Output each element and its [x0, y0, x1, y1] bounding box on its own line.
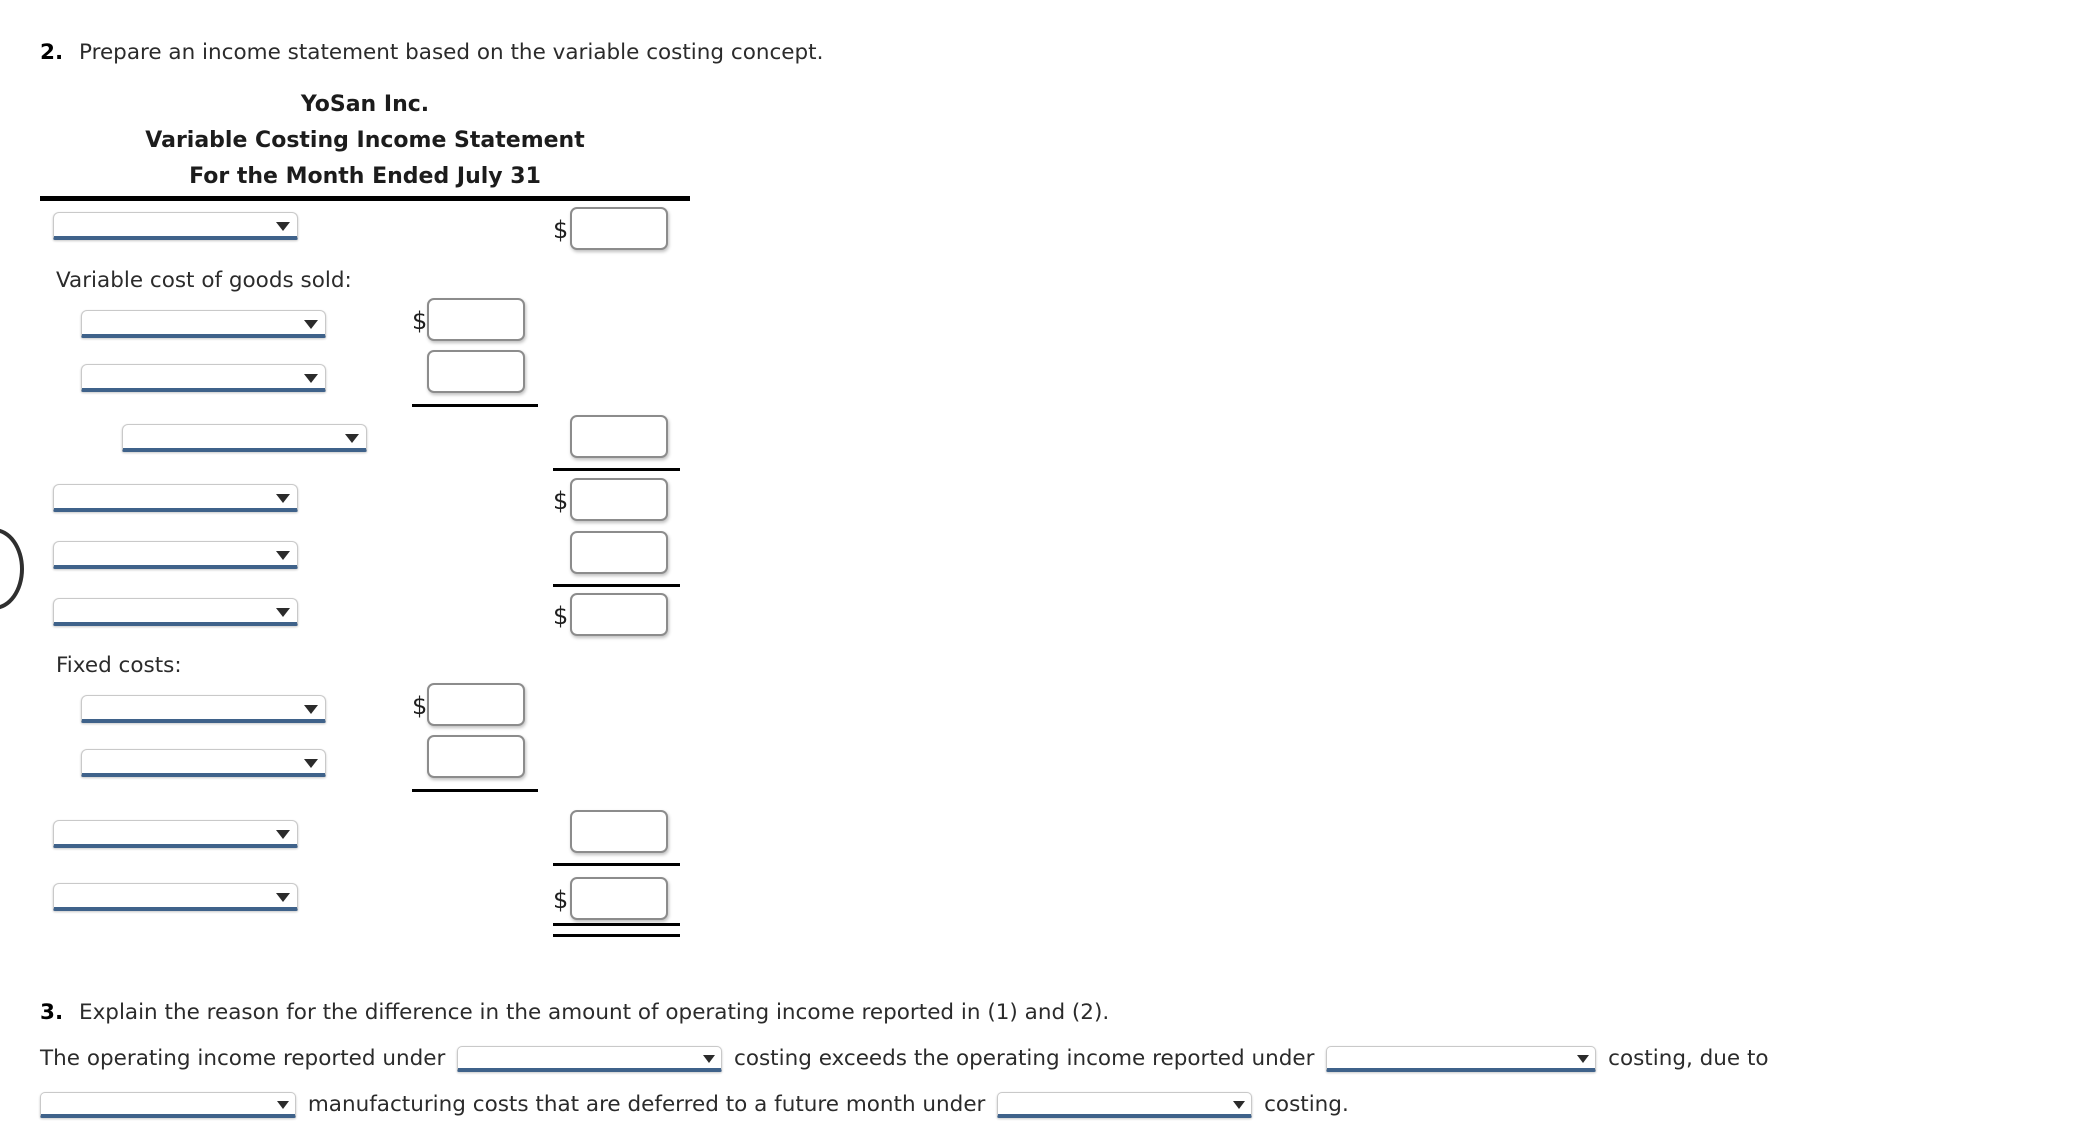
select-variable-selling-admin[interactable]	[53, 541, 298, 569]
chevron-down-icon	[276, 892, 290, 902]
select-explanation-1[interactable]	[457, 1046, 723, 1072]
dollar-sign-fixed-1: $	[412, 692, 428, 720]
input-fixed-total-amount[interactable]	[570, 810, 668, 853]
input-variable-selling-admin-amount[interactable]	[570, 531, 668, 574]
statement-company-name: YoSan Inc.	[300, 92, 430, 117]
chevron-down-icon	[277, 1100, 289, 1109]
input-fixed-1-amount[interactable]	[427, 683, 525, 726]
question-2-line: 2. Prepare an income statement based on …	[40, 40, 823, 67]
select-contribution-margin[interactable]	[53, 598, 298, 626]
subtotal-rule-fixed-costs	[412, 789, 538, 792]
input-operating-income-amount[interactable]	[570, 877, 668, 920]
input-manufacturing-margin-amount[interactable]	[570, 478, 668, 521]
explanation-segment-5: costing.	[1264, 1092, 1349, 1117]
label-fixed-costs: Fixed costs:	[56, 653, 182, 678]
statement-title: Variable Costing Income Statement	[145, 128, 585, 153]
select-operating-income[interactable]	[53, 883, 298, 911]
input-vcogs-2-amount[interactable]	[427, 350, 525, 393]
explanation-line-2: manufacturing costs that are deferred to…	[40, 1092, 1349, 1119]
subtotal-rule-operating-income	[553, 863, 680, 866]
question-3-line: 3. Explain the reason for the difference…	[40, 1000, 1109, 1027]
subtotal-rule-manufacturing-margin	[553, 468, 680, 471]
select-vcogs-total[interactable]	[122, 424, 367, 452]
select-fixed-total[interactable]	[53, 820, 298, 848]
chevron-down-icon	[345, 433, 359, 443]
select-manufacturing-margin[interactable]	[53, 484, 298, 512]
chevron-down-icon	[1233, 1100, 1246, 1109]
question-2-number: 2.	[40, 40, 64, 65]
chevron-down-icon	[304, 373, 318, 383]
select-explanation-3[interactable]	[40, 1092, 296, 1118]
dollar-sign-sales: $	[553, 216, 569, 244]
dollar-sign-manufacturing-margin: $	[553, 487, 569, 515]
subtotal-rule-contribution-margin	[553, 584, 680, 587]
explanation-line-1: The operating income reported under cost…	[40, 1046, 1769, 1073]
explanation-segment-2: costing exceeds the operating income rep…	[734, 1046, 1315, 1071]
chevron-down-icon	[276, 493, 290, 503]
explanation-segment-1: The operating income reported under	[40, 1046, 446, 1071]
question-3-number: 3.	[40, 1000, 64, 1025]
chevron-down-icon	[276, 829, 290, 839]
subtotal-rule-vcogs	[412, 404, 538, 407]
input-vcogs-total-amount[interactable]	[570, 415, 668, 458]
select-fixed-2[interactable]	[81, 749, 326, 777]
select-fixed-1[interactable]	[81, 695, 326, 723]
chevron-down-icon	[276, 221, 290, 231]
select-explanation-4[interactable]	[997, 1092, 1253, 1118]
question-3-text: Explain the reason for the difference in…	[78, 1000, 1110, 1025]
explanation-segment-4: manufacturing costs that are deferred to…	[307, 1092, 986, 1117]
explanation-segment-3: costing, due to	[1608, 1046, 1769, 1071]
chevron-down-icon	[703, 1054, 716, 1063]
chevron-down-icon	[276, 550, 290, 560]
select-vcogs-1[interactable]	[81, 310, 326, 338]
statement-top-rule	[40, 196, 690, 201]
total-double-rule	[553, 923, 680, 937]
dollar-sign-vcogs-1: $	[412, 307, 428, 335]
select-vcogs-2[interactable]	[81, 364, 326, 392]
select-explanation-2[interactable]	[1326, 1046, 1597, 1072]
statement-period: For the Month Ended July 31	[189, 164, 541, 189]
dollar-sign-operating-income: $	[553, 886, 569, 914]
input-fixed-2-amount[interactable]	[427, 735, 525, 778]
question-2-text: Prepare an income statement based on the…	[78, 40, 824, 65]
input-sales-amount[interactable]	[570, 207, 668, 250]
input-contribution-margin-amount[interactable]	[570, 593, 668, 636]
chevron-down-icon	[1577, 1054, 1590, 1063]
decorative-arc	[0, 528, 24, 610]
select-sales[interactable]	[53, 212, 298, 240]
chevron-down-icon	[304, 704, 318, 714]
chevron-down-icon	[304, 319, 318, 329]
dollar-sign-contribution-margin: $	[553, 602, 569, 630]
input-vcogs-1-amount[interactable]	[427, 298, 525, 341]
chevron-down-icon	[304, 758, 318, 768]
chevron-down-icon	[276, 607, 290, 617]
label-variable-cogs: Variable cost of goods sold:	[56, 268, 352, 293]
